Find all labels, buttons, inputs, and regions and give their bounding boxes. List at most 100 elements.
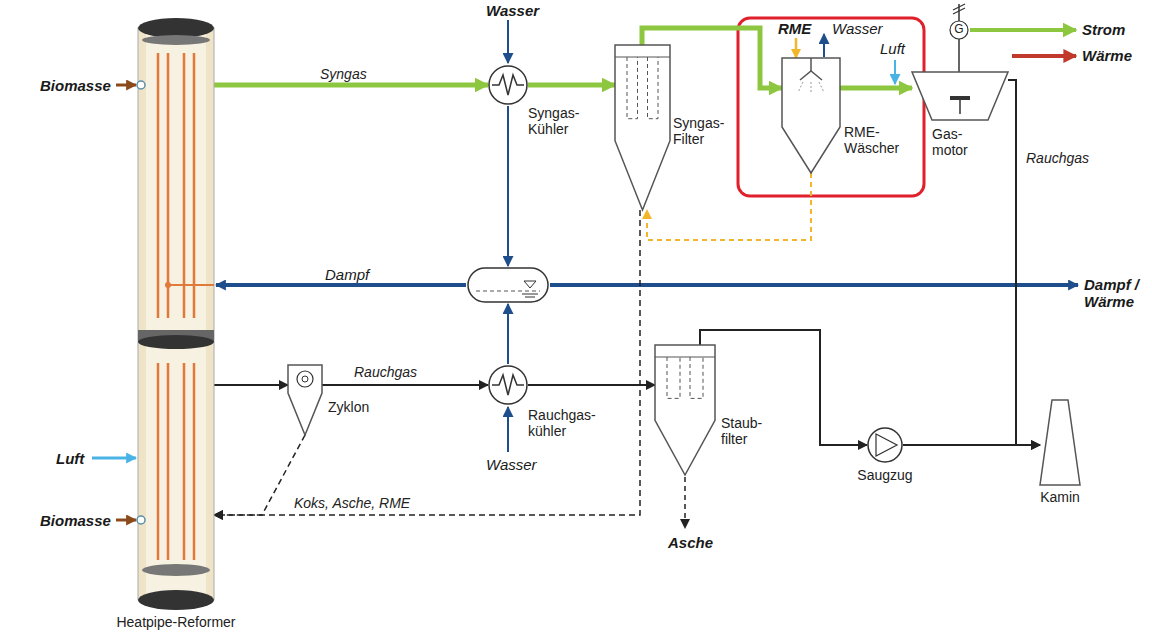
equipment-label: Heatpipe-Reformer — [116, 614, 235, 630]
gas-engine: Gas- motor — [912, 72, 1008, 120]
stream-label: Luft — [56, 450, 84, 467]
equipment-label: G — [950, 21, 968, 39]
flow-connector — [840, 86, 912, 91]
scrubber-vessel-outline-part — [811, 82, 812, 92]
stream-label: Wärme — [1082, 47, 1132, 64]
connector-label: Syngas — [318, 66, 369, 82]
generator-terminal — [953, 4, 965, 21]
scrubber-vessel-outline-part — [819, 82, 824, 92]
equipment-label: Rauchgas- kühler — [528, 407, 596, 439]
reformer-column-outline-part — [168, 284, 214, 286]
generator-symbol-outline-part — [950, 21, 968, 39]
stream-label: Wasser — [486, 456, 537, 473]
generator-symbol: G — [950, 21, 968, 39]
heat-exchanger: Rauchgas- kühler — [488, 365, 528, 405]
steam-drum — [468, 268, 548, 302]
reformer-column-outline-part — [167, 363, 170, 560]
cyclone-separator-outline-part — [302, 376, 308, 382]
reformer-column-outline — [138, 18, 214, 610]
feed-arrow — [92, 85, 136, 520]
water-steam-line-part — [507, 106, 509, 266]
reformer-column-outline-part — [193, 363, 196, 560]
generator-terminal-part — [953, 4, 965, 10]
water-steam-line-part — [550, 283, 1078, 287]
cyclone-separator: Zyklon — [288, 365, 322, 435]
feed-arrow-part — [92, 457, 136, 460]
gas-engine-outline-part — [950, 96, 970, 100]
scrubber-vessel: RME- Wäscher — [782, 58, 840, 173]
flow-connector — [214, 210, 640, 515]
flow-connector — [647, 173, 811, 240]
scrubber-vessel-outline — [782, 58, 840, 173]
fan-symbol-outline — [867, 427, 903, 463]
reformer-column-outline-part — [183, 53, 186, 318]
equipment-label: Staub- filter — [721, 415, 762, 447]
flow-connector — [528, 83, 615, 88]
heat-exchanger-outline-part — [489, 366, 527, 404]
cyclone-separator-outline — [288, 365, 322, 435]
stream-label: Asche — [668, 534, 713, 551]
flow-connector — [214, 384, 288, 386]
reformer-column-outline-part — [146, 28, 206, 600]
filter-vessel-outline — [615, 45, 670, 210]
cyclone-separator-outline-part — [297, 371, 313, 387]
highlight-frame — [738, 18, 924, 196]
feed-arrow-part — [116, 84, 136, 87]
chimney: Kamin — [1040, 400, 1080, 485]
water-steam-line-part — [507, 407, 509, 452]
flow-connector — [322, 384, 488, 386]
reformer-column-outline-part — [142, 35, 210, 45]
filter-vessel-outline-part — [615, 57, 670, 58]
stream-label: Dampf / Wärme — [1084, 276, 1148, 311]
fan-symbol: Saugzug — [867, 427, 903, 463]
reformer-column-outline-part — [138, 335, 214, 349]
scrubber-vessel-outline-part — [800, 71, 822, 80]
output-arrow — [970, 30, 1076, 56]
dust-filter-outline-part — [655, 357, 715, 358]
reformer-column-outline-part — [193, 53, 196, 318]
chimney-outline — [1040, 400, 1080, 485]
cyclone-separator-outline-part — [288, 365, 322, 435]
heat-exchanger-outline-part — [492, 75, 524, 95]
flow-connector — [528, 384, 655, 386]
water-steam-line-part — [216, 283, 466, 287]
flow-connector — [958, 39, 960, 72]
fan-symbol-outline-part — [876, 434, 897, 456]
flow-connector — [214, 83, 488, 88]
equipment-label: Zyklon — [328, 399, 369, 415]
filter-vessel-outline-part — [627, 57, 658, 119]
dust-filter-outline-part — [655, 345, 715, 475]
scrubber-media-arrow-part — [795, 38, 798, 58]
reformer-column-outline-part — [183, 363, 186, 560]
heat-exchanger: Syngas- Kühler — [488, 65, 528, 105]
steam-drum-part — [524, 281, 536, 288]
steam-drum-part — [476, 291, 540, 292]
connector-label: Rauchgas — [352, 364, 419, 380]
heat-exchanger-outline-part — [489, 66, 527, 104]
reformer-column-outline-part — [167, 53, 170, 318]
stream-label: Dampf — [325, 266, 369, 283]
reformer-column-outline-part — [157, 363, 160, 560]
gas-engine-outline — [912, 72, 1008, 120]
heat-exchanger-outline — [488, 365, 528, 405]
connector-label: Koks, Asche, RME — [292, 495, 412, 511]
reformer-column: Heatpipe-Reformer — [138, 18, 214, 610]
equipment-label: Saugzug — [857, 467, 912, 483]
output-arrow-part — [970, 28, 1076, 32]
reformer-column-outline-part — [138, 590, 214, 610]
feed-arrow-part — [116, 519, 136, 522]
flow-connector — [1008, 80, 1040, 445]
filter-vessel: Syngas- Filter — [615, 45, 670, 210]
gas-engine-outline-part — [959, 100, 961, 114]
water-steam-line-part — [507, 20, 509, 63]
stream-label: Wasser — [486, 2, 539, 19]
dust-filter: Staub- filter — [655, 345, 715, 475]
reformer-column-outline-part — [157, 53, 160, 318]
steam-drum-part — [522, 294, 538, 295]
stream-label: Biomasse — [40, 512, 111, 529]
reformer-column-outline-part — [137, 81, 145, 89]
flow-connector — [903, 444, 1040, 446]
chimney-outline-part — [1040, 400, 1080, 485]
scrubber-media-arrow-part — [823, 34, 825, 57]
